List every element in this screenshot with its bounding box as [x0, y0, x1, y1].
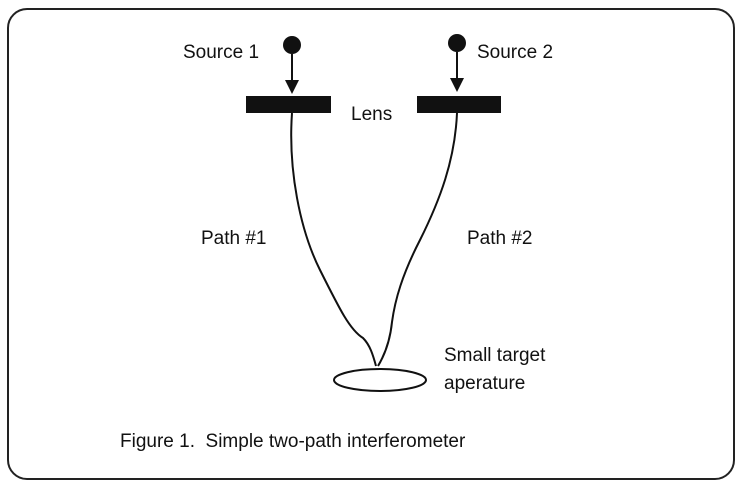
figure-caption: Figure 1. Simple two-path interferometer: [120, 431, 466, 452]
path-1-label: Path #1: [201, 228, 267, 249]
source-2-dot: [448, 34, 466, 52]
lens-label: Lens: [351, 104, 393, 125]
source-1-label: Source 1: [183, 42, 260, 63]
path-2-label: Path #2: [467, 228, 533, 249]
source-1-dot: [283, 36, 301, 54]
path-2-curve: [377, 112, 458, 367]
lens-1: [246, 96, 331, 113]
lens-2: [417, 96, 501, 113]
target-aperture-label: Small target aperature: [444, 342, 545, 398]
source-1-arrowhead: [285, 80, 299, 94]
source-2-label: Source 2: [477, 42, 554, 63]
figure-frame: [7, 8, 735, 480]
target-aperture: [333, 368, 427, 392]
path-1-curve: [290, 112, 377, 367]
target-label-line-2: aperature: [444, 373, 526, 394]
target-label-line-1: Small target: [444, 345, 546, 366]
source-2-arrowhead: [450, 78, 464, 92]
